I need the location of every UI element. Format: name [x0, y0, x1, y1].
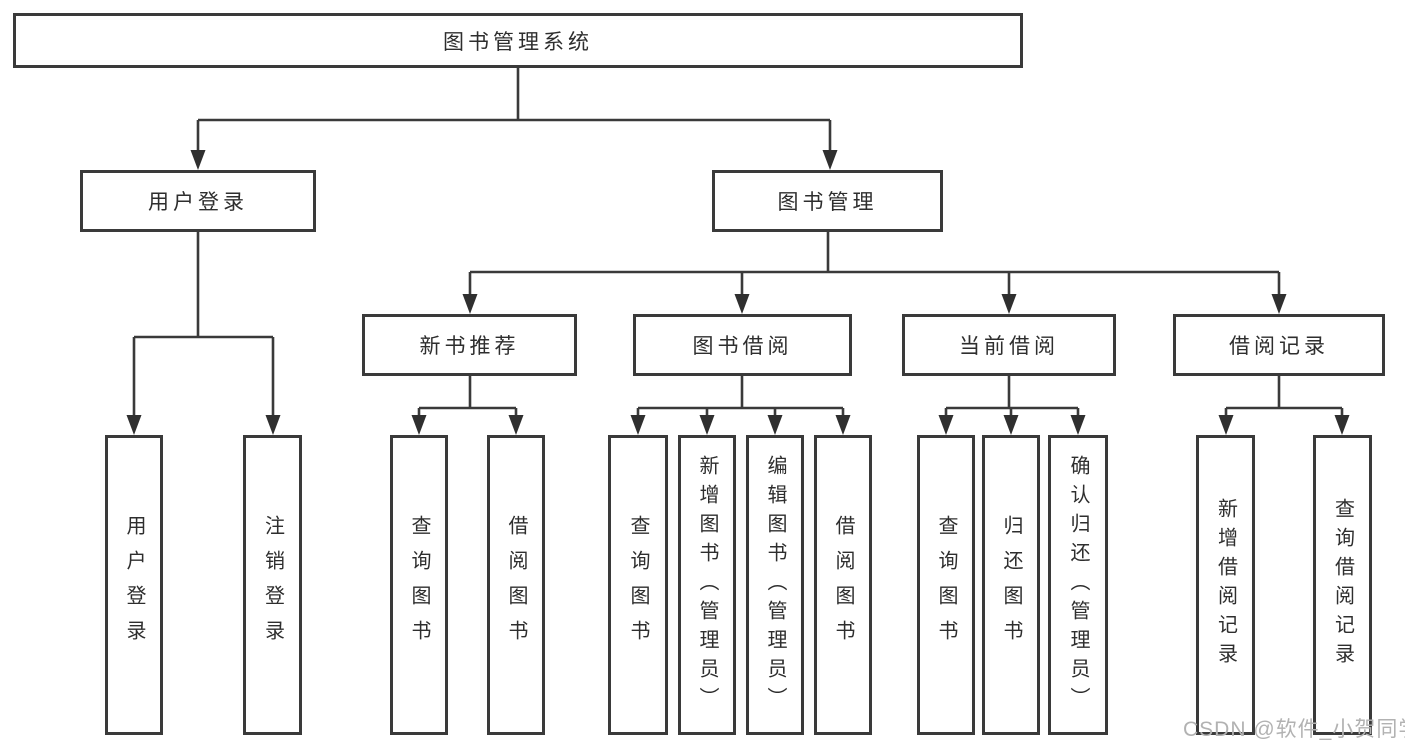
- leaf-logout-label: 注销登录: [261, 515, 284, 655]
- leaf-add-borrow-record-label: 新增借阅记录: [1214, 498, 1237, 672]
- leaf-query-book-current-label: 查询图书: [935, 515, 957, 655]
- leaf-return-book: 归还图书: [982, 435, 1040, 735]
- node-current-borrow: 当前借阅: [902, 314, 1116, 376]
- node-borrow-record: 借阅记录: [1173, 314, 1385, 376]
- node-new-book-recommend-label: 新书推荐: [419, 335, 520, 358]
- leaf-add-borrow-record: 新增借阅记录: [1196, 435, 1255, 735]
- arrowheads: [126, 150, 1350, 435]
- node-book-management-label: 图书管理: [777, 191, 878, 214]
- leaf-confirm-return-admin-label: 确认归还（管理员）: [1067, 454, 1089, 716]
- leaf-query-book-borrow: 查询图书: [608, 435, 668, 735]
- leaf-add-book-admin: 新增图书（管理员）: [678, 435, 736, 735]
- leaf-confirm-return-admin: 确认归还（管理员）: [1048, 435, 1108, 735]
- leaf-query-borrow-record: 查询借阅记录: [1313, 435, 1372, 735]
- node-root: 图书管理系统: [13, 13, 1023, 68]
- leaf-query-borrow-record-label: 查询借阅记录: [1331, 498, 1354, 672]
- leaf-user-login: 用户登录: [105, 435, 163, 735]
- leaf-edit-book-admin-label: 编辑图书（管理员）: [764, 454, 786, 716]
- leaf-user-login-label: 用户登录: [123, 515, 145, 655]
- node-current-borrow-label: 当前借阅: [959, 335, 1059, 358]
- node-book-management: 图书管理: [712, 170, 943, 232]
- leaf-logout: 注销登录: [243, 435, 302, 735]
- leaf-query-book-recommend-label: 查询图书: [408, 515, 430, 655]
- leaf-borrow-book-recommend-label: 借阅图书: [505, 515, 527, 655]
- node-book-borrow-label: 图书借阅: [692, 335, 793, 358]
- leaf-query-book-current: 查询图书: [917, 435, 975, 735]
- node-book-borrow: 图书借阅: [633, 314, 852, 376]
- node-root-label: 图书管理系统: [443, 30, 593, 54]
- csdn-watermark: CSDN @软件_小贺同学: [1183, 718, 1405, 741]
- leaf-borrow-book-recommend: 借阅图书: [487, 435, 545, 735]
- node-borrow-record-label: 借阅记录: [1229, 335, 1329, 358]
- leaf-edit-book-admin: 编辑图书（管理员）: [746, 435, 804, 735]
- node-user-login-label: 用户登录: [148, 191, 248, 214]
- leaf-borrow-book: 借阅图书: [814, 435, 872, 735]
- node-user-login: 用户登录: [80, 170, 316, 232]
- leaf-query-book-recommend: 查询图书: [390, 435, 448, 735]
- leaf-query-book-borrow-label: 查询图书: [627, 515, 649, 655]
- leaf-add-book-admin-label: 新增图书（管理员）: [696, 454, 718, 716]
- node-new-book-recommend: 新书推荐: [362, 314, 577, 376]
- leaf-borrow-book-label: 借阅图书: [832, 515, 854, 655]
- leaf-return-book-label: 归还图书: [1000, 515, 1022, 655]
